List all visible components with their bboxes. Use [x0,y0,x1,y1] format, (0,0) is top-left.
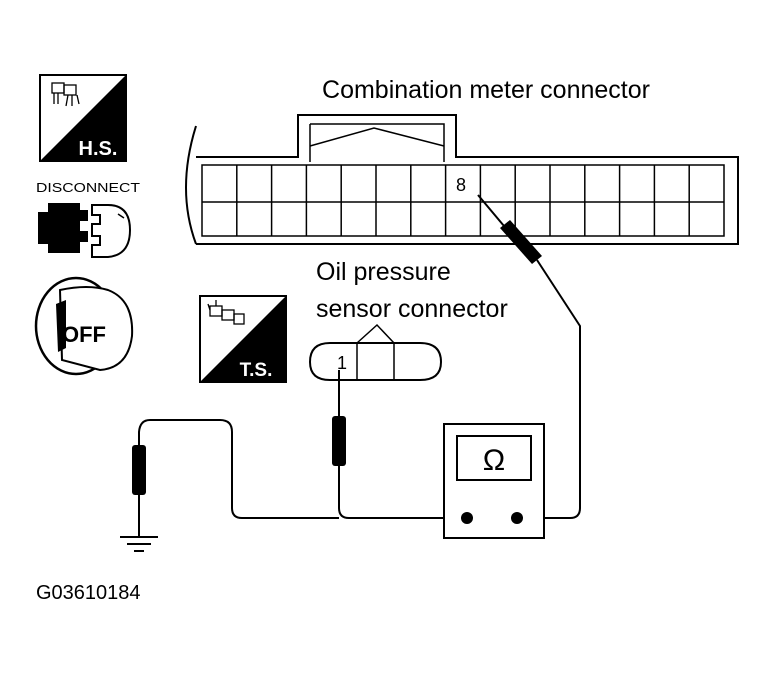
ohmmeter-icon: Ω [443,423,545,539]
sensor-terminal-label: 1 [337,353,347,373]
meter-connector-title: Combination meter connector [322,76,650,104]
ohm-symbol: Ω [483,444,505,477]
ts-label: T.S. [240,360,273,381]
hs-label: H.S. [79,138,118,160]
meter-connector: 8 [185,114,739,245]
oil-sensor-label-1: Oil pressure [316,258,451,286]
ignition-key-off-icon: OFF [34,276,134,376]
meter-terminal-label: 8 [456,175,466,195]
oil-sensor-connector: 1 [308,323,443,381]
ohmmeter-terminal-right [511,512,523,524]
figure-code: G03610184 [36,582,141,604]
ground-icon [120,536,158,552]
sensor-probe [332,370,466,519]
meter-probe [477,194,581,519]
disconnect-connector-icon [38,203,132,258]
oil-sensor-label-2: sensor connector [316,295,508,323]
harness-side-icon: H.S. [39,74,127,162]
ground-probe [132,419,339,536]
ignition-label: OFF [62,322,106,347]
terminal-side-icon: T.S. [199,295,287,383]
ohmmeter-terminal-left [461,512,473,524]
disconnect-label: DISCONNECT [36,180,140,195]
